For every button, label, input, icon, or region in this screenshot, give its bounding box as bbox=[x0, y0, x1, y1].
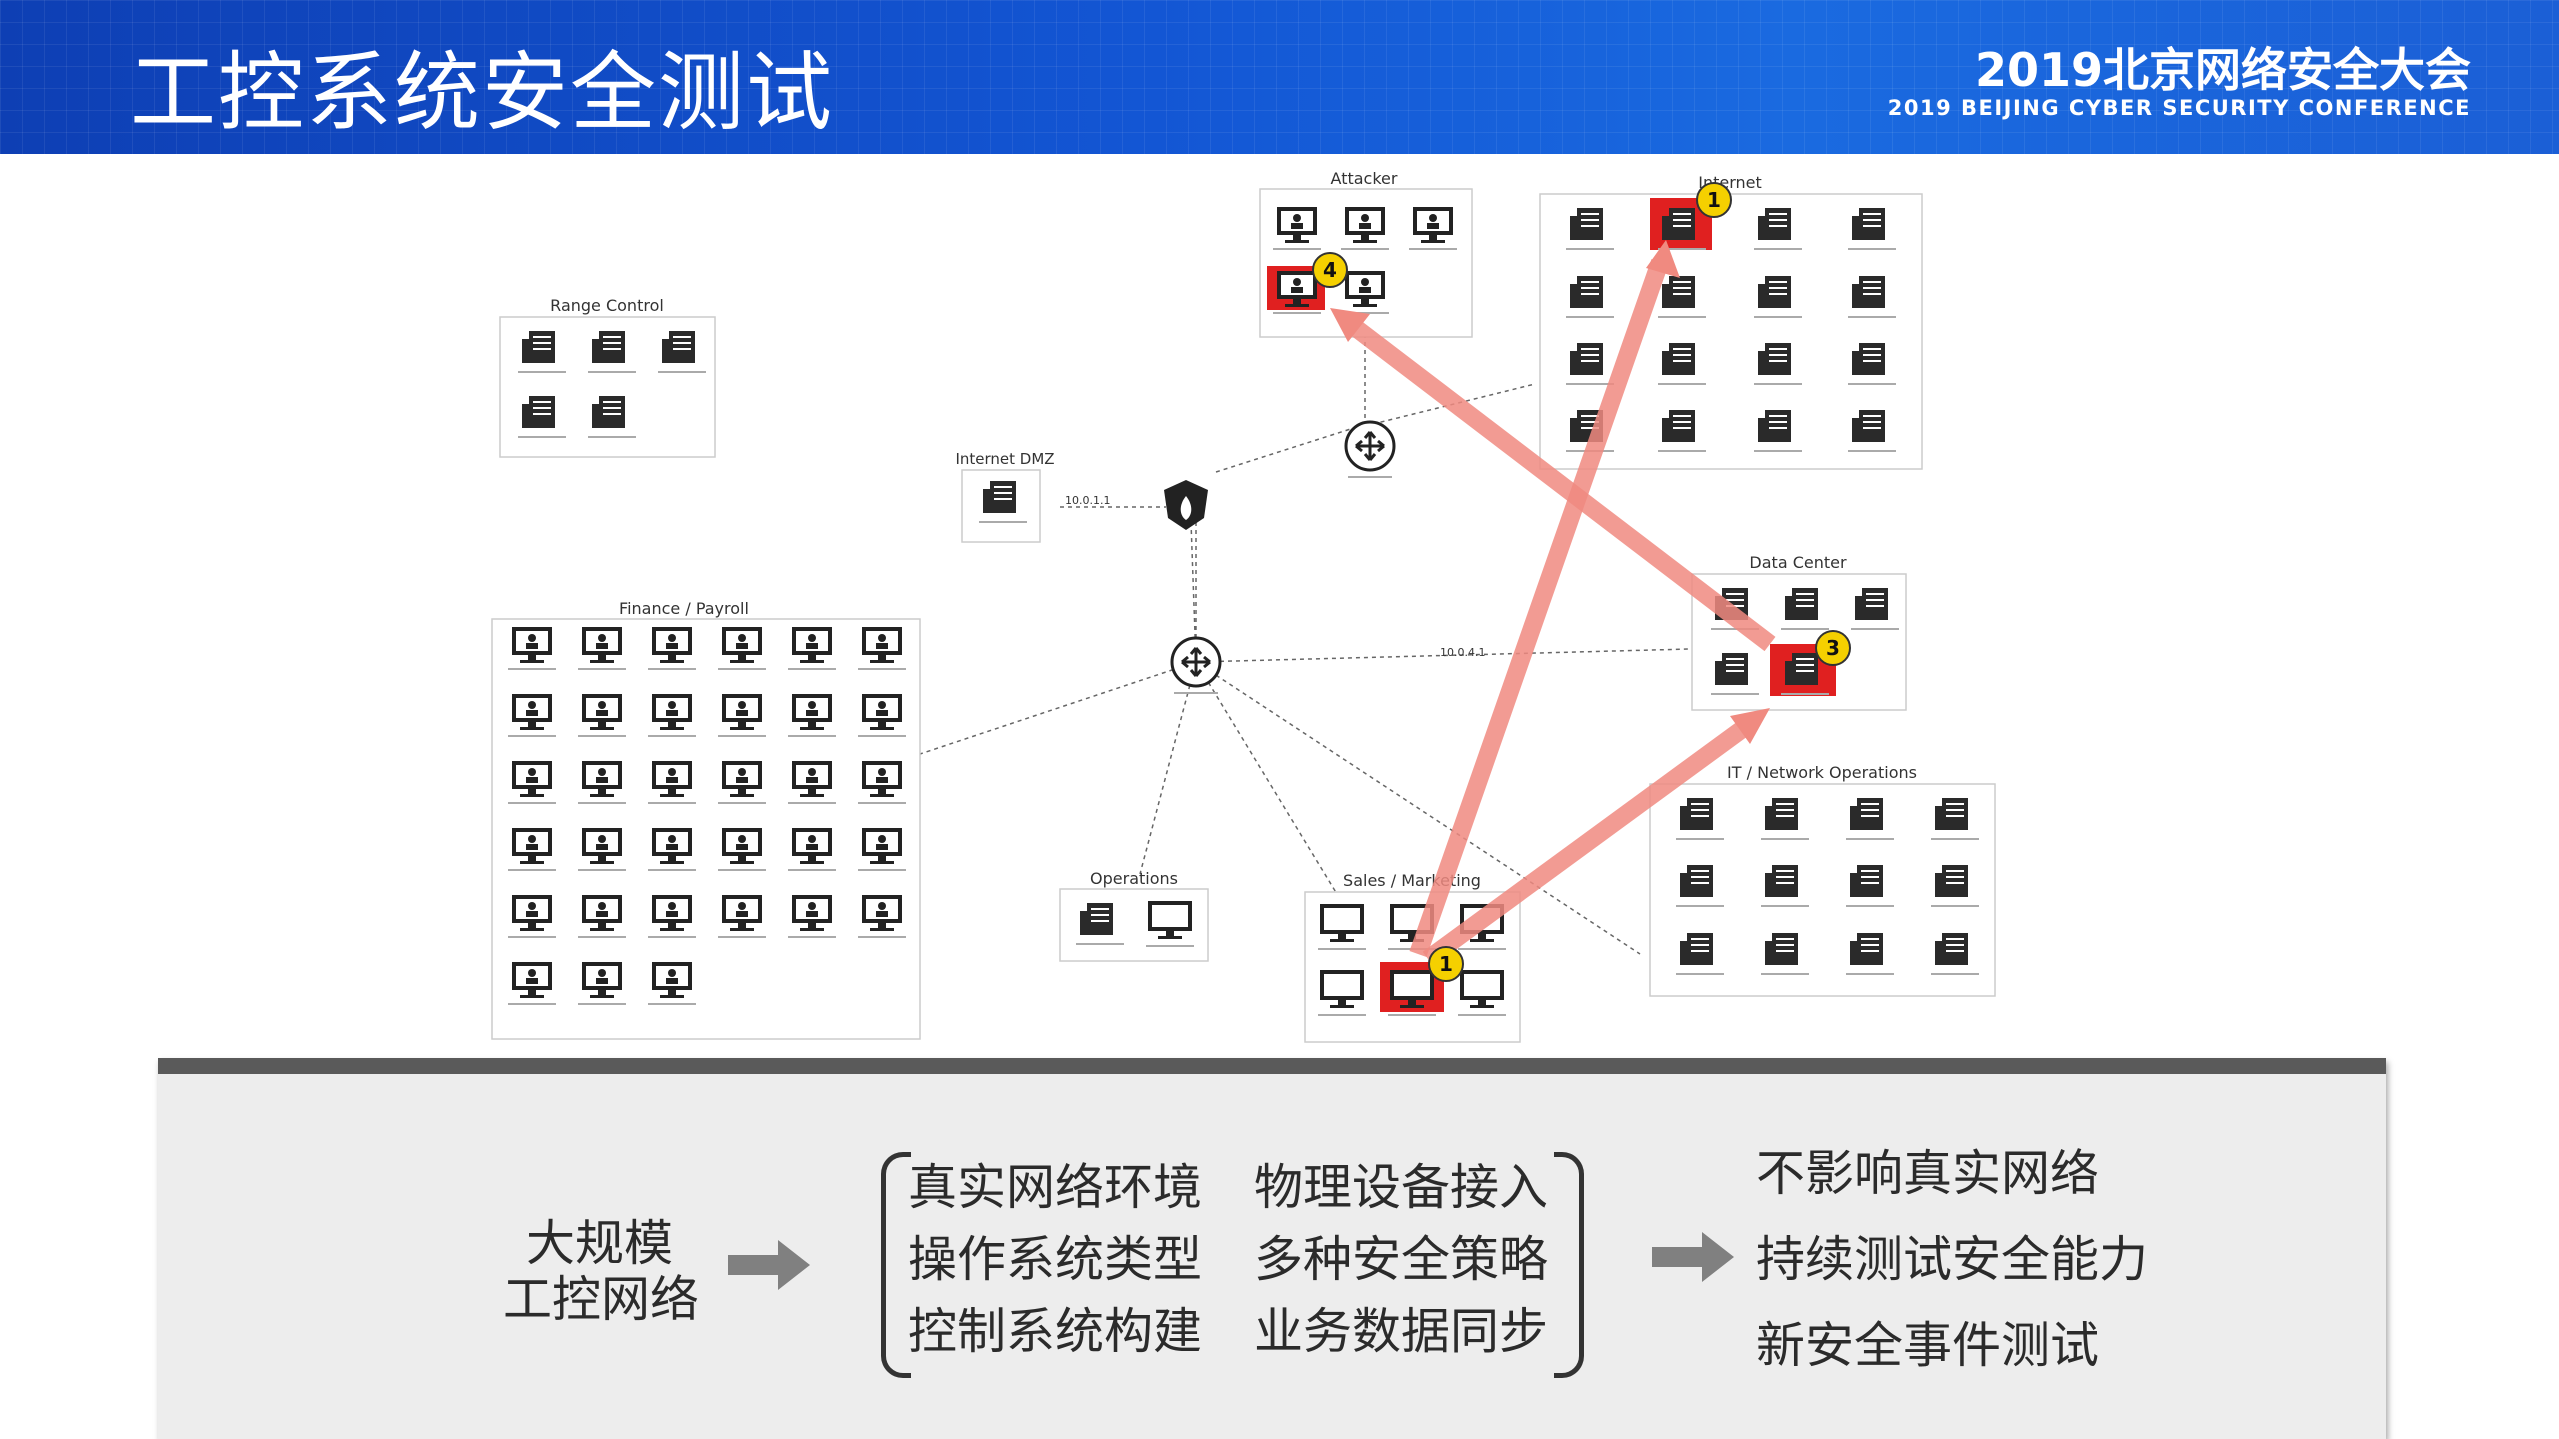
label-internet-dmz: Internet DMZ bbox=[955, 450, 1054, 468]
scale-label-line1: 大规模 bbox=[526, 1215, 674, 1272]
feature-2-3: 业务数据同步 bbox=[1254, 1303, 1549, 1360]
scale-label-line2: 工控网络 bbox=[503, 1271, 700, 1328]
svg-text:1: 1 bbox=[1707, 188, 1721, 212]
label-operations: Operations bbox=[1090, 869, 1178, 888]
group-attacker: Attacker bbox=[1259, 169, 1473, 338]
result-1: 不影响真实网络 bbox=[1756, 1145, 2100, 1202]
feature-2-2: 多种安全策略 bbox=[1254, 1231, 1549, 1288]
group-it-network-operations: IT / Network Operations bbox=[1649, 763, 1996, 997]
conference-name-cn: 2019北京网络安全大会 bbox=[1974, 43, 2471, 97]
group-data-center: Data Center bbox=[1691, 553, 1907, 711]
feature-2-1: 物理设备接入 bbox=[1254, 1159, 1549, 1216]
header-banner: 工控系统安全测试 2019北京网络安全大会 2019 BEIJING CYBER… bbox=[0, 0, 2559, 154]
feature-1-1: 真实网络环境 bbox=[908, 1159, 1203, 1216]
result-2: 持续测试安全能力 bbox=[1756, 1231, 2149, 1288]
group-operations: Operations bbox=[1059, 869, 1209, 962]
step-badge-data-center: 3 bbox=[1815, 630, 1851, 666]
network-topology-diagram: 10.0.4.1 10.0.1.1 Range Control Internet… bbox=[491, 169, 1996, 1043]
network-links bbox=[919, 324, 1691, 955]
left-bracket bbox=[881, 1152, 911, 1378]
result-3: 新安全事件测试 bbox=[1756, 1317, 2100, 1374]
right-bracket bbox=[1554, 1152, 1584, 1378]
group-range-control: Range Control bbox=[499, 296, 716, 458]
page-title: 工控系统安全测试 bbox=[130, 43, 834, 143]
core-router-icon bbox=[1170, 636, 1222, 696]
svg-text:3: 3 bbox=[1826, 636, 1840, 660]
svg-text:4: 4 bbox=[1323, 258, 1337, 282]
step-badge-attacker: 4 bbox=[1312, 252, 1348, 288]
link-label-dc: 10.0.4.1 bbox=[1440, 646, 1485, 659]
svg-text:1: 1 bbox=[1439, 952, 1453, 976]
conference-name-en: 2019 BEIJING CYBER SECURITY CONFERENCE bbox=[1887, 96, 2471, 120]
label-it-network-operations: IT / Network Operations bbox=[1727, 763, 1917, 782]
group-finance-payroll: Finance / Payroll bbox=[491, 599, 921, 1040]
step-badge-internet: 1 bbox=[1696, 182, 1732, 218]
label-sales-marketing: Sales / Marketing bbox=[1343, 871, 1481, 890]
arrow-right-icon-2 bbox=[1652, 1232, 1734, 1282]
feature-1-2: 操作系统类型 bbox=[908, 1231, 1203, 1288]
header-grid-pattern bbox=[0, 0, 2559, 154]
label-finance-payroll: Finance / Payroll bbox=[619, 599, 749, 618]
firewall-icon bbox=[1164, 480, 1208, 530]
step-badge-sales: 1 bbox=[1428, 946, 1464, 982]
label-attacker: Attacker bbox=[1331, 169, 1398, 188]
feature-1-3: 控制系统构建 bbox=[908, 1303, 1203, 1360]
label-range-control: Range Control bbox=[550, 296, 664, 315]
summary-panel: 大规模 工控网络 真实网络环境 操作系统类型 控制系统构建 物理设备接入 多种安… bbox=[158, 1058, 2386, 1439]
arrow-right-icon bbox=[728, 1240, 810, 1290]
group-sales-marketing: Sales / Marketing bbox=[1304, 871, 1521, 1043]
attack-path bbox=[1330, 240, 1776, 967]
link-label-dmz: 10.0.1.1 bbox=[1065, 494, 1110, 507]
label-data-center: Data Center bbox=[1749, 553, 1847, 572]
edge-router-icon bbox=[1344, 420, 1396, 480]
group-internet-dmz: Internet DMZ bbox=[955, 450, 1055, 543]
